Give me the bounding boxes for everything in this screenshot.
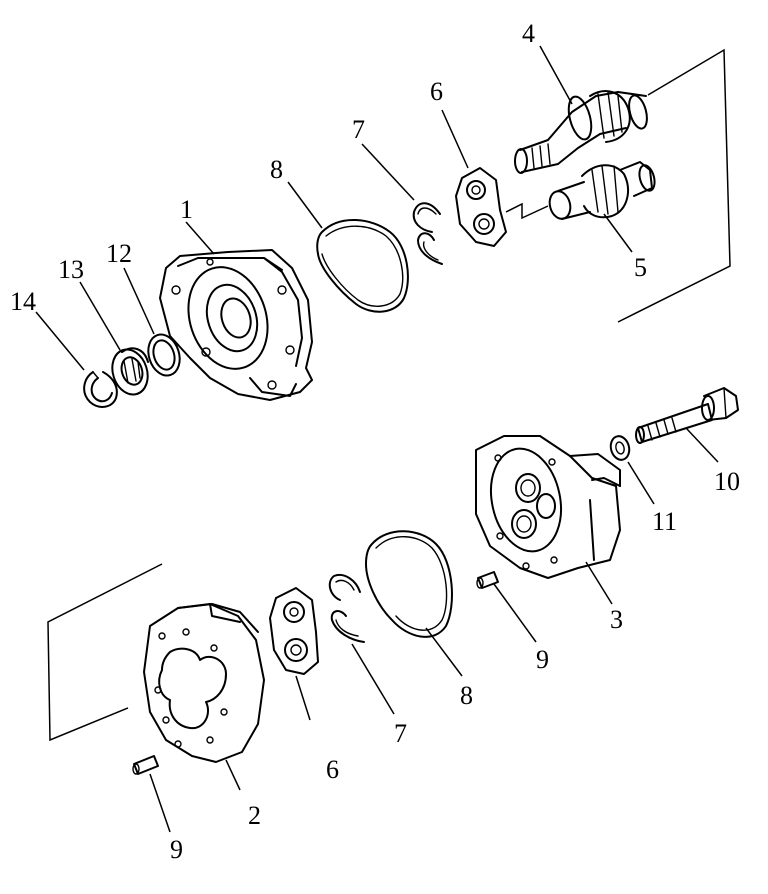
- part-washer: [147, 333, 181, 377]
- callout-8-upper: 8: [270, 155, 283, 184]
- part-washer-11: [609, 435, 631, 461]
- callout-9-right: 9: [536, 645, 549, 674]
- part-bolt: [635, 387, 739, 444]
- callout-2: 2: [248, 801, 261, 830]
- callout-4: 4: [522, 19, 535, 48]
- callout-7-upper: 7: [352, 115, 365, 144]
- part-backup-ring-lower: [328, 574, 365, 643]
- callout-11: 11: [652, 507, 677, 536]
- leader-lines: [35, 45, 719, 833]
- callout-3: 3: [610, 605, 623, 634]
- part-o-ring-upper: [316, 218, 409, 313]
- part-backup-ring-upper: [412, 202, 443, 265]
- assembly-bracket-lower: [47, 563, 163, 742]
- gear-alignment-line: [505, 202, 549, 220]
- part-driven-gear-shaft: [548, 161, 656, 220]
- part-side-plate-lower: [269, 587, 319, 675]
- part-rear-housing: [475, 435, 621, 579]
- callout-14: 14: [10, 287, 36, 316]
- assembly-bracket-upper: [617, 48, 731, 323]
- callout-13: 13: [58, 255, 84, 284]
- callout-1: 1: [180, 195, 193, 224]
- callout-9-left: 9: [170, 835, 183, 864]
- callout-12: 12: [106, 239, 132, 268]
- callout-10: 10: [714, 467, 740, 496]
- part-o-ring-lower: [365, 530, 453, 638]
- callout-6-upper: 6: [430, 77, 443, 106]
- callout-5: 5: [634, 253, 647, 282]
- callout-7-lower: 7: [394, 719, 407, 748]
- part-front-cover: [159, 249, 313, 401]
- callout-8-lower: 8: [460, 681, 473, 710]
- part-dowel-pin-right: [476, 571, 499, 589]
- part-snap-ring: [83, 371, 118, 408]
- part-drive-gear-shaft: [514, 90, 648, 174]
- part-bearing: [111, 347, 149, 396]
- part-gear-body: [143, 603, 265, 763]
- callout-6-lower: 6: [326, 755, 339, 784]
- part-dowel-pin-left: [132, 755, 159, 775]
- part-side-plate-upper: [455, 167, 507, 247]
